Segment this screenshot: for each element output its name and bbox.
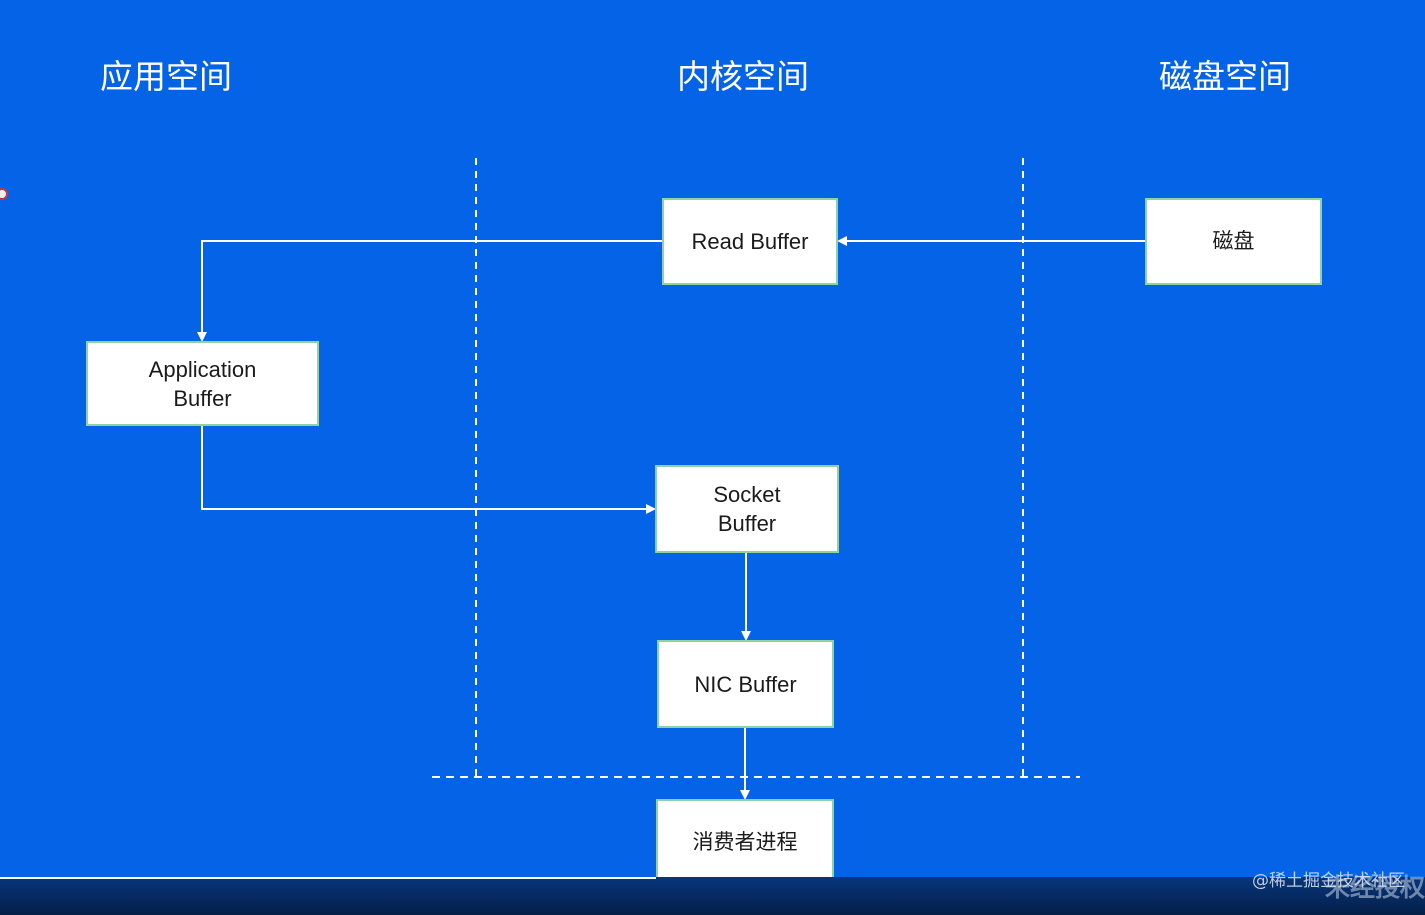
cursor-icon <box>0 188 8 200</box>
application-buffer-label-line2: Buffer <box>173 385 232 411</box>
disk-box: 磁盘 <box>1145 198 1322 285</box>
read-buffer-box: Read Buffer <box>662 198 838 285</box>
arrow-read-buffer-to-application-buffer <box>197 240 663 342</box>
consumer-process-label: 消费者进程 <box>692 829 798 854</box>
socket-buffer-label-line2: Buffer <box>717 511 777 536</box>
player-control-bar[interactable] <box>0 877 1425 915</box>
arrow-application-buffer-to-socket-buffer <box>201 425 656 514</box>
disk-space-title: 磁盘空间 <box>1159 57 1291 96</box>
authorization-watermark: 未经授权 <box>1324 873 1425 902</box>
nic-buffer-box: NIC Buffer <box>657 640 834 728</box>
socket-buffer-label-line1: Socket <box>713 482 781 507</box>
disk-label: 磁盘 <box>1212 229 1255 253</box>
kernel-space-title: 内核空间 <box>677 57 809 96</box>
application-space-title: 应用空间 <box>100 57 232 96</box>
read-buffer-label: Read Buffer <box>691 229 809 254</box>
playback-progress-bar[interactable] <box>0 877 656 879</box>
source-watermark: @稀土掘金技术社区 <box>1252 871 1405 891</box>
application-buffer-label-line1: Application <box>148 356 257 382</box>
nic-buffer-label: NIC Buffer <box>694 671 797 697</box>
socket-buffer-box: Socket Buffer <box>655 465 839 553</box>
application-buffer-box: Application Buffer <box>86 341 319 426</box>
consumer-process-box: 消费者进程 <box>656 799 834 885</box>
